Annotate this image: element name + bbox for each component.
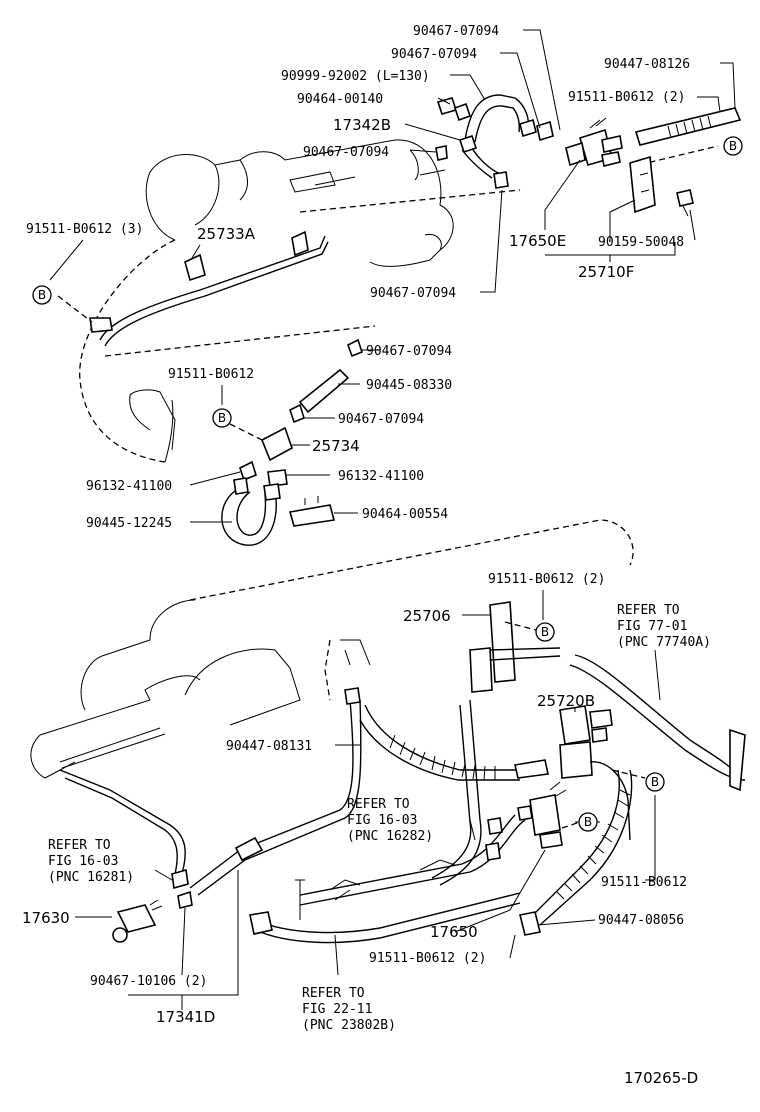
label-91511-b0612-2-mid: 91511-B0612 (2) (488, 572, 605, 587)
dashed-connector-2 (104, 325, 376, 357)
ref-22-11-line2: FIG 22-11 (302, 1002, 372, 1017)
label-17342b: 17342B (333, 116, 391, 134)
vsv-25720b (559, 705, 631, 841)
vsv-17650e (565, 117, 623, 167)
ref-16-03-b-line1: REFER TO (48, 838, 111, 853)
label-90467-07094-a: 90467-07094 (413, 24, 499, 39)
ref-77-01-line3: (PNC 77740A) (617, 635, 711, 650)
label-91511-b0612-2-top: 91511-B0612 (2) (568, 90, 685, 105)
label-96132-41100-b: 96132-41100 (338, 469, 424, 484)
label-25710f: 25710F (578, 263, 634, 281)
callout-b-3: B (212, 408, 232, 428)
intake-chamber-upper (79, 139, 454, 463)
svg-text:B: B (541, 625, 549, 639)
svg-text:B: B (729, 139, 737, 153)
label-91511-b0612-right: 91511-B0612 (601, 875, 687, 890)
label-90467-07094-c: 90467-07094 (303, 145, 389, 160)
ref-16-03-b-line2: FIG 16-03 (48, 854, 118, 869)
bracket-25710f (629, 155, 694, 217)
hose-90447-08126 (634, 107, 742, 146)
label-25706: 25706 (403, 607, 451, 625)
sensor-17630 (112, 899, 163, 943)
label-17650: 17650 (430, 923, 478, 941)
label-90159-50048: 90159-50048 (598, 235, 684, 250)
ref-16-03-b-line3: (PNC 16281) (48, 870, 134, 885)
callout-b-5: B (645, 772, 665, 792)
callout-b-2: B (32, 285, 52, 305)
label-90467-07094-e: 90467-07094 (366, 344, 452, 359)
label-91511-b0612-mid: 91511-B0612 (168, 367, 254, 382)
label-90447-08056: 90447-08056 (598, 913, 684, 928)
ref-22-11-line1: REFER TO (302, 986, 365, 1001)
label-17630: 17630 (22, 909, 70, 927)
pipe-25733a (89, 230, 329, 347)
engine-outline-lower (30, 519, 634, 779)
label-90467-07094-f: 90467-07094 (338, 412, 424, 427)
hose-90447-08056 (519, 769, 633, 936)
dashed-callout-b-lower1 (504, 621, 537, 631)
hose-90447-08131 (359, 704, 549, 781)
label-91511-b0612-2-bot: 91511-B0612 (2) (369, 951, 486, 966)
svg-text:B: B (218, 411, 226, 425)
dashed-connector-1 (299, 189, 521, 213)
ref-77-01-line1: REFER TO (617, 603, 680, 618)
callout-b-4: B (535, 622, 555, 642)
label-90467-10106: 90467-10106 (2) (90, 974, 207, 989)
label-90467-07094-b: 90467-07094 (391, 47, 477, 62)
figure-id: 170265-D (624, 1069, 698, 1087)
leader-lines-upper (49, 29, 736, 293)
label-90999-92002: 90999-92002 (L=130) (281, 69, 430, 84)
label-90464-00140: 90464-00140 (297, 92, 383, 107)
svg-text:B: B (584, 815, 592, 829)
label-90445-08330: 90445-08330 (366, 378, 452, 393)
ref-16-03-a-line1: REFER TO (347, 797, 410, 812)
label-25734: 25734 (312, 437, 360, 455)
label-25720b: 25720B (537, 692, 595, 710)
label-91511-b0612-3: 91511-B0612 (3) (26, 222, 143, 237)
label-17341d: 17341D (156, 1008, 215, 1026)
label-90445-12245: 90445-12245 (86, 516, 172, 531)
label-90447-08131: 90447-08131 (226, 739, 312, 754)
hose-17342b (435, 94, 554, 189)
callout-b-6: B (578, 812, 598, 832)
ref-16-03-a-line2: FIG 16-03 (347, 813, 417, 828)
dashed-callout-b1 (57, 295, 93, 323)
label-96132-41100-a: 96132-41100 (86, 479, 172, 494)
label-17650e: 17650E (509, 232, 566, 250)
dashed-callout-b-lower3 (561, 821, 581, 829)
dashed-callout-b-lower2 (611, 769, 646, 779)
svg-text:B: B (651, 775, 659, 789)
label-90467-07094-d: 90467-07094 (370, 286, 456, 301)
callout-b-1: B (723, 136, 743, 156)
svg-text:B: B (38, 288, 46, 302)
label-90447-08126: 90447-08126 (604, 57, 690, 72)
ref-16-03-a-line3: (PNC 16282) (347, 829, 433, 844)
middle-parts (189, 338, 380, 546)
leader-lines-lower (75, 590, 661, 1010)
label-90464-00554: 90464-00554 (362, 507, 448, 522)
bracket-25706 (469, 601, 746, 792)
label-25733a: 25733A (197, 225, 256, 243)
dashed-callout-b2 (229, 423, 263, 441)
ref-77-01-line2: FIG 77-01 (617, 619, 687, 634)
vsv-17650 (249, 699, 567, 944)
ref-22-11-line3: (PNC 23802B) (302, 1018, 396, 1033)
pipe-17341d (59, 687, 362, 909)
